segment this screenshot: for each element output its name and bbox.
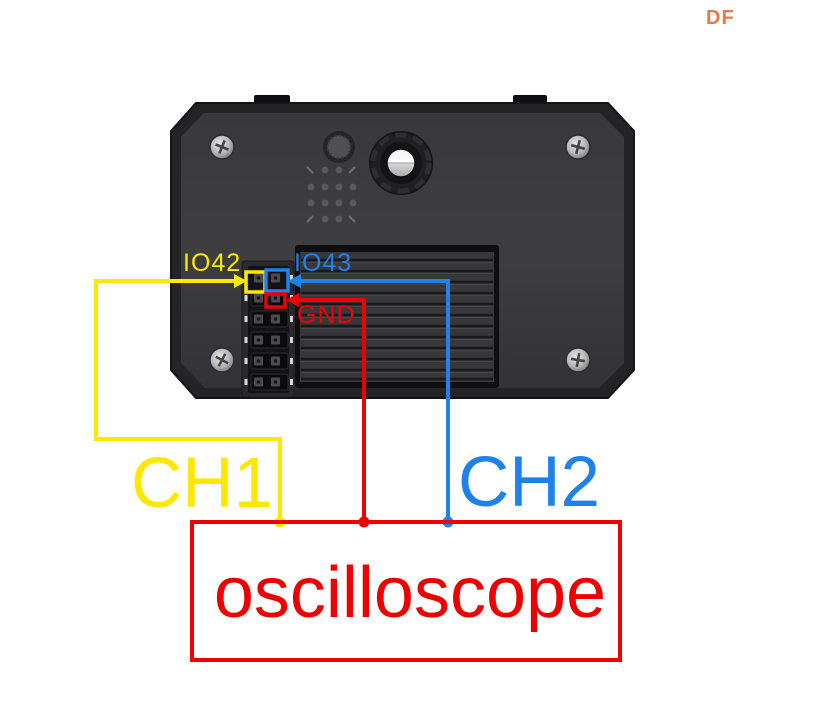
io43-label: IO43 [294, 249, 352, 277]
gnd-wire-path [297, 298, 366, 517]
df-logo: DF [706, 7, 735, 29]
screw-icon [209, 134, 235, 160]
gnd-label: GND [297, 301, 356, 329]
pin-header [241, 260, 295, 398]
ch1-wire-path [94, 279, 282, 517]
oscilloscope-label: oscilloscope [214, 553, 606, 633]
gnd-pin-box [264, 292, 287, 309]
ch2-wire-path [299, 279, 450, 517]
gnd-arrow-icon [286, 293, 299, 307]
io43-pin-box [264, 268, 290, 293]
ch2-label: CH2 [458, 443, 600, 522]
io42-label: IO42 [183, 249, 241, 277]
gnd-wire [264, 292, 366, 517]
speaker-grille [306, 166, 357, 223]
ch1-label: CH1 [131, 444, 273, 523]
screw-icon [565, 347, 591, 373]
ch2-wire [264, 268, 450, 517]
ch1-arrow-icon [234, 274, 247, 288]
camera-lens-icon [369, 131, 433, 195]
screw-icon [209, 347, 235, 373]
oscilloscope-box [190, 520, 622, 662]
ch2-arrow-icon [288, 274, 301, 288]
device-back [170, 95, 635, 399]
screw-icon [565, 134, 591, 160]
mic-button [323, 131, 355, 163]
